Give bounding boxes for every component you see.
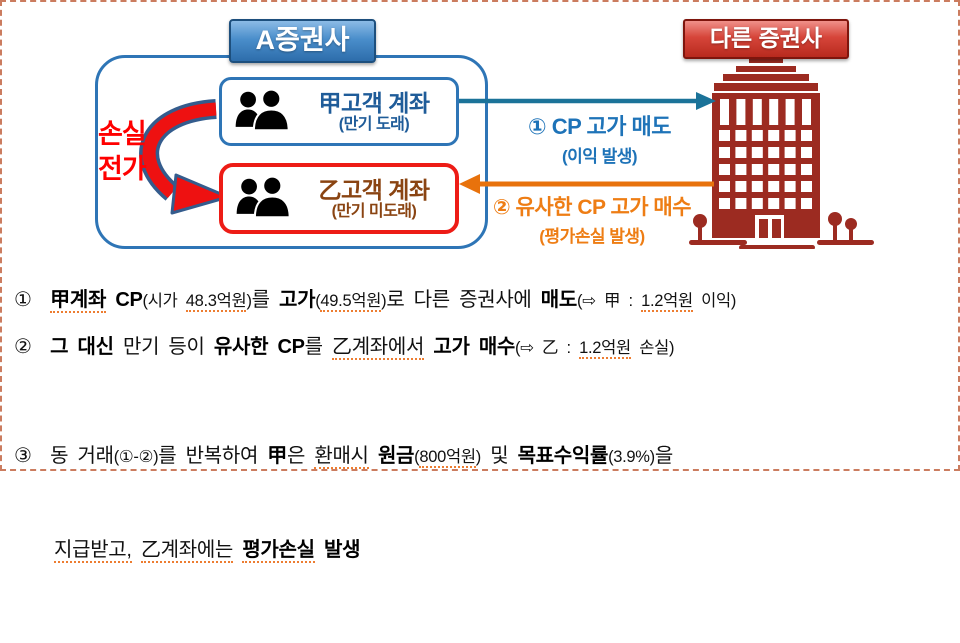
account-eul-title: 乙고객 계좌 (318, 176, 430, 203)
text-segment: 로 다른 증권사에 (386, 289, 541, 311)
sell-arrow-label: ① CP 고가 매도 (이익 발생) (497, 109, 702, 167)
note-3-line2: 지급받고, 乙계좌에는 평가손실 발생 (14, 535, 950, 566)
account-gap-subtitle: (만기 도래) (338, 115, 410, 133)
text-segment (233, 539, 242, 561)
text-segment: 원금 (377, 445, 415, 467)
notes-section: ① 甲계좌 CP(시가 48.3억원)를 고가(49.5억원)로 다른 증권사에… (14, 285, 950, 643)
text-segment: 고가 (279, 289, 316, 311)
sell-arrow-title: ① CP 고가 매도 (527, 114, 672, 139)
note-2: ② 그 대신 만기 등이 유사한 CP를 乙계좌에서 고가 매수(⇨ 乙 : 1… (14, 332, 950, 364)
text-segment: (시가 (142, 292, 186, 310)
text-segment: 목표수익률 (517, 445, 609, 467)
text-segment (424, 336, 433, 358)
text-segment: (⇨ 乙 : (515, 339, 580, 357)
text-segment: CP (115, 289, 143, 311)
text-segment: 지급받고, (54, 539, 132, 563)
text-segment: 은 (287, 445, 315, 467)
buy-arrow-label: ② 유사한 CP 고가 매수 (평가손실 발생) (468, 191, 716, 247)
note-1-text: ① 甲계좌 CP(시가 48.3억원)를 고가(49.5억원)로 다른 증권사에… (14, 285, 950, 317)
text-segment (132, 539, 141, 561)
text-segment: ② (14, 336, 51, 358)
loss-transfer-line1: 손실 (98, 119, 147, 149)
sell-arrow-subtitle: (이익 발생) (561, 147, 638, 166)
text-segment: (⇨ 甲 : (577, 292, 642, 310)
text-segment: ( (414, 448, 420, 466)
text-segment: 및 (480, 445, 518, 467)
text-segment: 고가 매수 (433, 336, 516, 358)
text-segment: 를 (304, 336, 332, 358)
text-segment: ( (315, 292, 321, 310)
text-segment: (①-②) (113, 448, 159, 466)
note-2-text: ② 그 대신 만기 등이 유사한 CP를 乙계좌에서 고가 매수(⇨ 乙 : 1… (14, 332, 950, 364)
loss-transfer-arrow-icon (139, 99, 230, 215)
text-segment: 유사한 CP (213, 336, 305, 358)
account-gap-title: 甲고객 계좌 (318, 89, 430, 116)
account-gap-box: 甲고객 계좌 (만기 도래) (219, 77, 459, 146)
arrows-layer (139, 92, 716, 215)
text-segment (106, 289, 115, 311)
people-icon (236, 176, 291, 218)
loss-transfer-line2: 전가 (98, 154, 147, 184)
other-securities-label: 다른 증권사 (683, 19, 849, 59)
text-segment: 48.3억원 (185, 292, 247, 312)
sell-arrow-icon (459, 92, 716, 110)
text-segment: 乙계좌에는 (140, 539, 234, 563)
account-eul-text: 乙고객 계좌 (만기 미도래) (299, 176, 449, 220)
text-segment: ) (246, 292, 252, 310)
text-segment: (3.9%) (608, 448, 655, 466)
text-segment: 1.2억원 (641, 292, 693, 312)
account-eul-box: 乙고객 계좌 (만기 미도래) (219, 163, 459, 234)
text-segment: ① (14, 289, 51, 311)
buy-arrow-icon (459, 174, 714, 194)
text-segment: 그 대신 (50, 336, 114, 358)
note-1: ① 甲계좌 CP(시가 48.3억원)를 고가(49.5억원)로 다른 증권사에… (14, 285, 950, 317)
text-segment: 49.5억원 (320, 292, 382, 312)
text-segment: 1.2억원 (579, 339, 631, 359)
text-segment: ③ 동 거래 (14, 445, 114, 467)
text-segment: 이익) (692, 292, 737, 310)
text-segment: 매도 (540, 289, 578, 311)
text-segment (369, 445, 378, 467)
building-icon (689, 58, 874, 249)
loss-transfer-label: 손실 전가 (98, 117, 147, 187)
text-segment: 을 (654, 445, 673, 467)
text-segment: 만기 등이 (113, 336, 214, 358)
text-segment: ) (475, 448, 482, 466)
text-segment: 를 반복하여 (158, 445, 268, 467)
text-segment: 발생 (314, 539, 361, 561)
text-segment: 乙계좌에서 (332, 336, 425, 360)
note-3: ③ 동 거래(①-②)를 반복하여 甲은 환매시 원금(800억원) 및 목표수… (14, 379, 950, 628)
text-segment: 환매시 (314, 445, 369, 469)
text-segment: 손실) (630, 339, 675, 357)
people-icon (235, 89, 290, 131)
a-securities-label: A증권사 (229, 19, 376, 63)
account-eul-subtitle: (만기 미도래) (331, 202, 417, 220)
text-segment: 甲계좌 (50, 289, 107, 313)
text-segment: 甲 (267, 445, 287, 467)
text-segment: ) (381, 292, 387, 310)
text-segment: 800억원 (419, 448, 476, 468)
note-3-line1: ③ 동 거래(①-②)를 반복하여 甲은 환매시 원금(800억원) 및 목표수… (14, 441, 950, 473)
buy-arrow-title: ② 유사한 CP 고가 매수 (492, 196, 692, 219)
buy-arrow-subtitle: (평가손실 발생) (539, 227, 645, 246)
text-segment: 를 (251, 289, 280, 311)
account-gap-text: 甲고객 계좌 (만기 도래) (298, 89, 450, 133)
text-segment: 평가손실 (242, 539, 315, 563)
scheme-diagram: A증권사 甲고객 계좌 (만기 도래) 乙고객 계좌 (만기 미도래) 손실 전… (0, 0, 960, 262)
